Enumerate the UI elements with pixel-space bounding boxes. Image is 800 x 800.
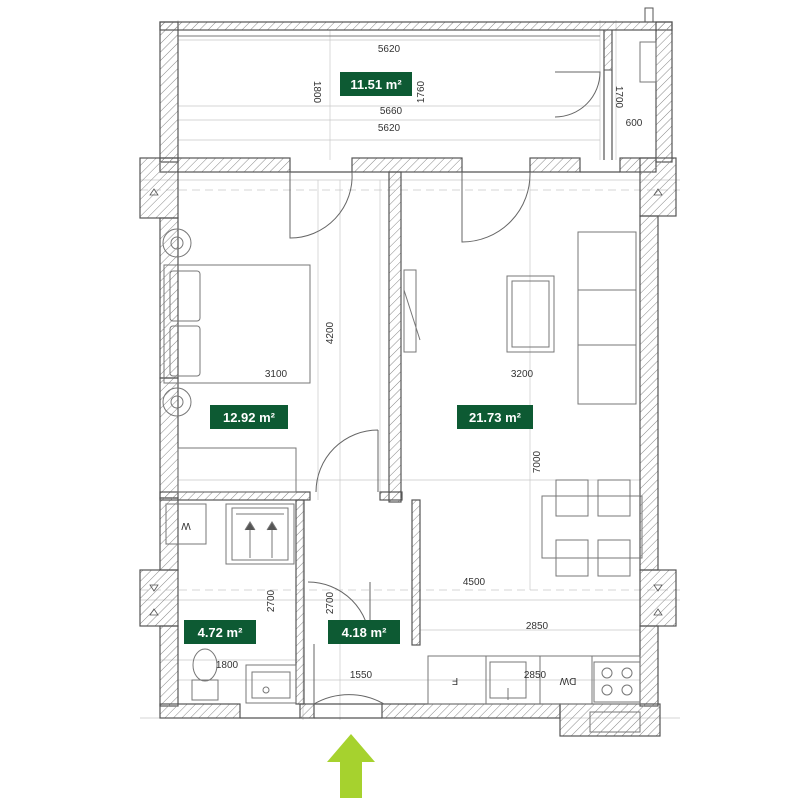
dim-balcony-h1: 1800: [311, 81, 322, 104]
bedroom-furniture: [162, 228, 311, 493]
balcony: [159, 7, 673, 163]
dim-balcony-side-w: 600: [626, 118, 643, 129]
balcony-area-badge: [340, 72, 412, 96]
dim-balcony-side: 1700: [613, 86, 624, 109]
section-markers: [149, 188, 663, 616]
living-area-badge: [457, 405, 533, 429]
hall-area-badge: [328, 620, 400, 644]
bathroom-area-badge: [184, 620, 256, 644]
dim-bedroom-w: 3100: [265, 369, 288, 380]
washer-symbol: W: [181, 520, 191, 531]
dim-living-w: 3200: [511, 369, 534, 380]
interior-walls: [159, 171, 421, 705]
bedroom-area-badge: [210, 405, 288, 429]
balcony-area-label: 11.51 m²: [350, 77, 402, 92]
bathroom-area-label: 4.72 m²: [198, 625, 243, 640]
entrance-arrow-icon: [327, 734, 375, 798]
bathroom-fixtures: [165, 503, 297, 704]
fridge-symbol: F: [452, 675, 458, 686]
dim-living-h: 7000: [532, 450, 543, 473]
area-badges: 11.51 m² 12.92 m² 21.73 m² 4.72 m² 4.18 …: [184, 72, 533, 644]
outer-walls: [139, 157, 677, 737]
hall-area-label: 4.18 m²: [342, 625, 387, 640]
living-area-label: 21.73 m²: [469, 410, 522, 425]
dim-balcony-top: 5620: [378, 44, 401, 55]
dim-lower-w: 4500: [463, 577, 486, 588]
dim-hall-w: 1550: [350, 670, 373, 681]
doors: [289, 171, 531, 705]
dim-hall-h: 2700: [325, 591, 336, 614]
construction-lines: [140, 20, 680, 720]
dim-kitchen-w2: 2850: [524, 670, 547, 681]
kitchen: [427, 655, 641, 733]
living-furniture: [403, 231, 643, 577]
dim-bath-w: 1800: [216, 660, 239, 671]
hall-wardrobe: [225, 503, 295, 565]
dimension-labels: 5620 5660 5620 1800 1760 1700 600 3100 4…: [216, 44, 643, 681]
dim-balcony-mid: 5660: [380, 106, 403, 117]
dim-balcony-bottom: 5620: [378, 123, 401, 134]
dim-kitchen-w1: 2850: [526, 621, 549, 632]
dishwasher-symbol: DW: [559, 675, 576, 686]
dim-bedroom-h: 4200: [325, 321, 336, 344]
bedroom-area-label: 12.92 m²: [223, 410, 276, 425]
dim-balcony-h2: 1760: [416, 80, 427, 103]
dim-bath-h: 2700: [266, 589, 277, 612]
